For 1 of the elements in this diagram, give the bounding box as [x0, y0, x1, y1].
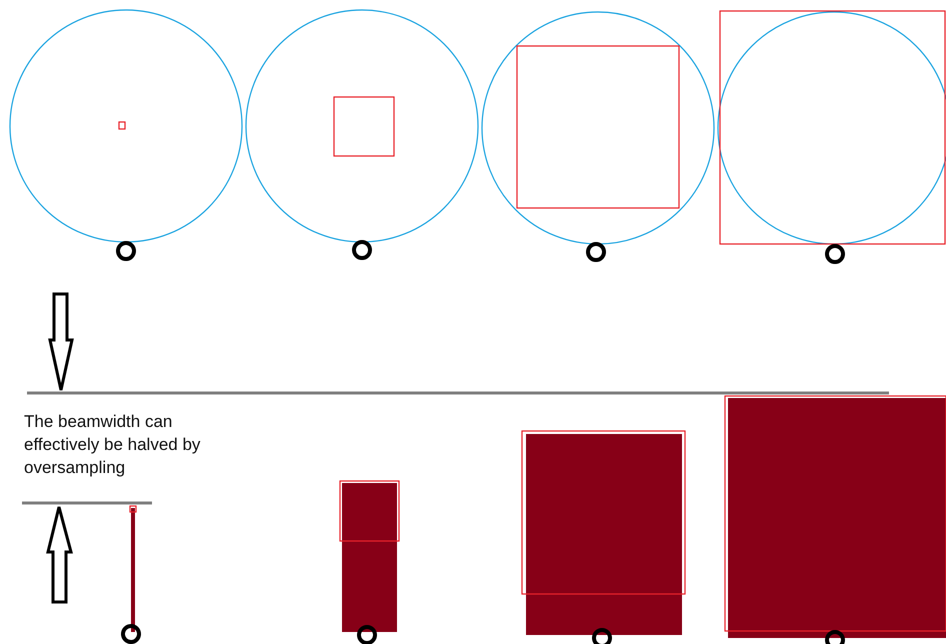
note-text: The beamwidth can effectively be halved by oversampling — [24, 411, 202, 479]
